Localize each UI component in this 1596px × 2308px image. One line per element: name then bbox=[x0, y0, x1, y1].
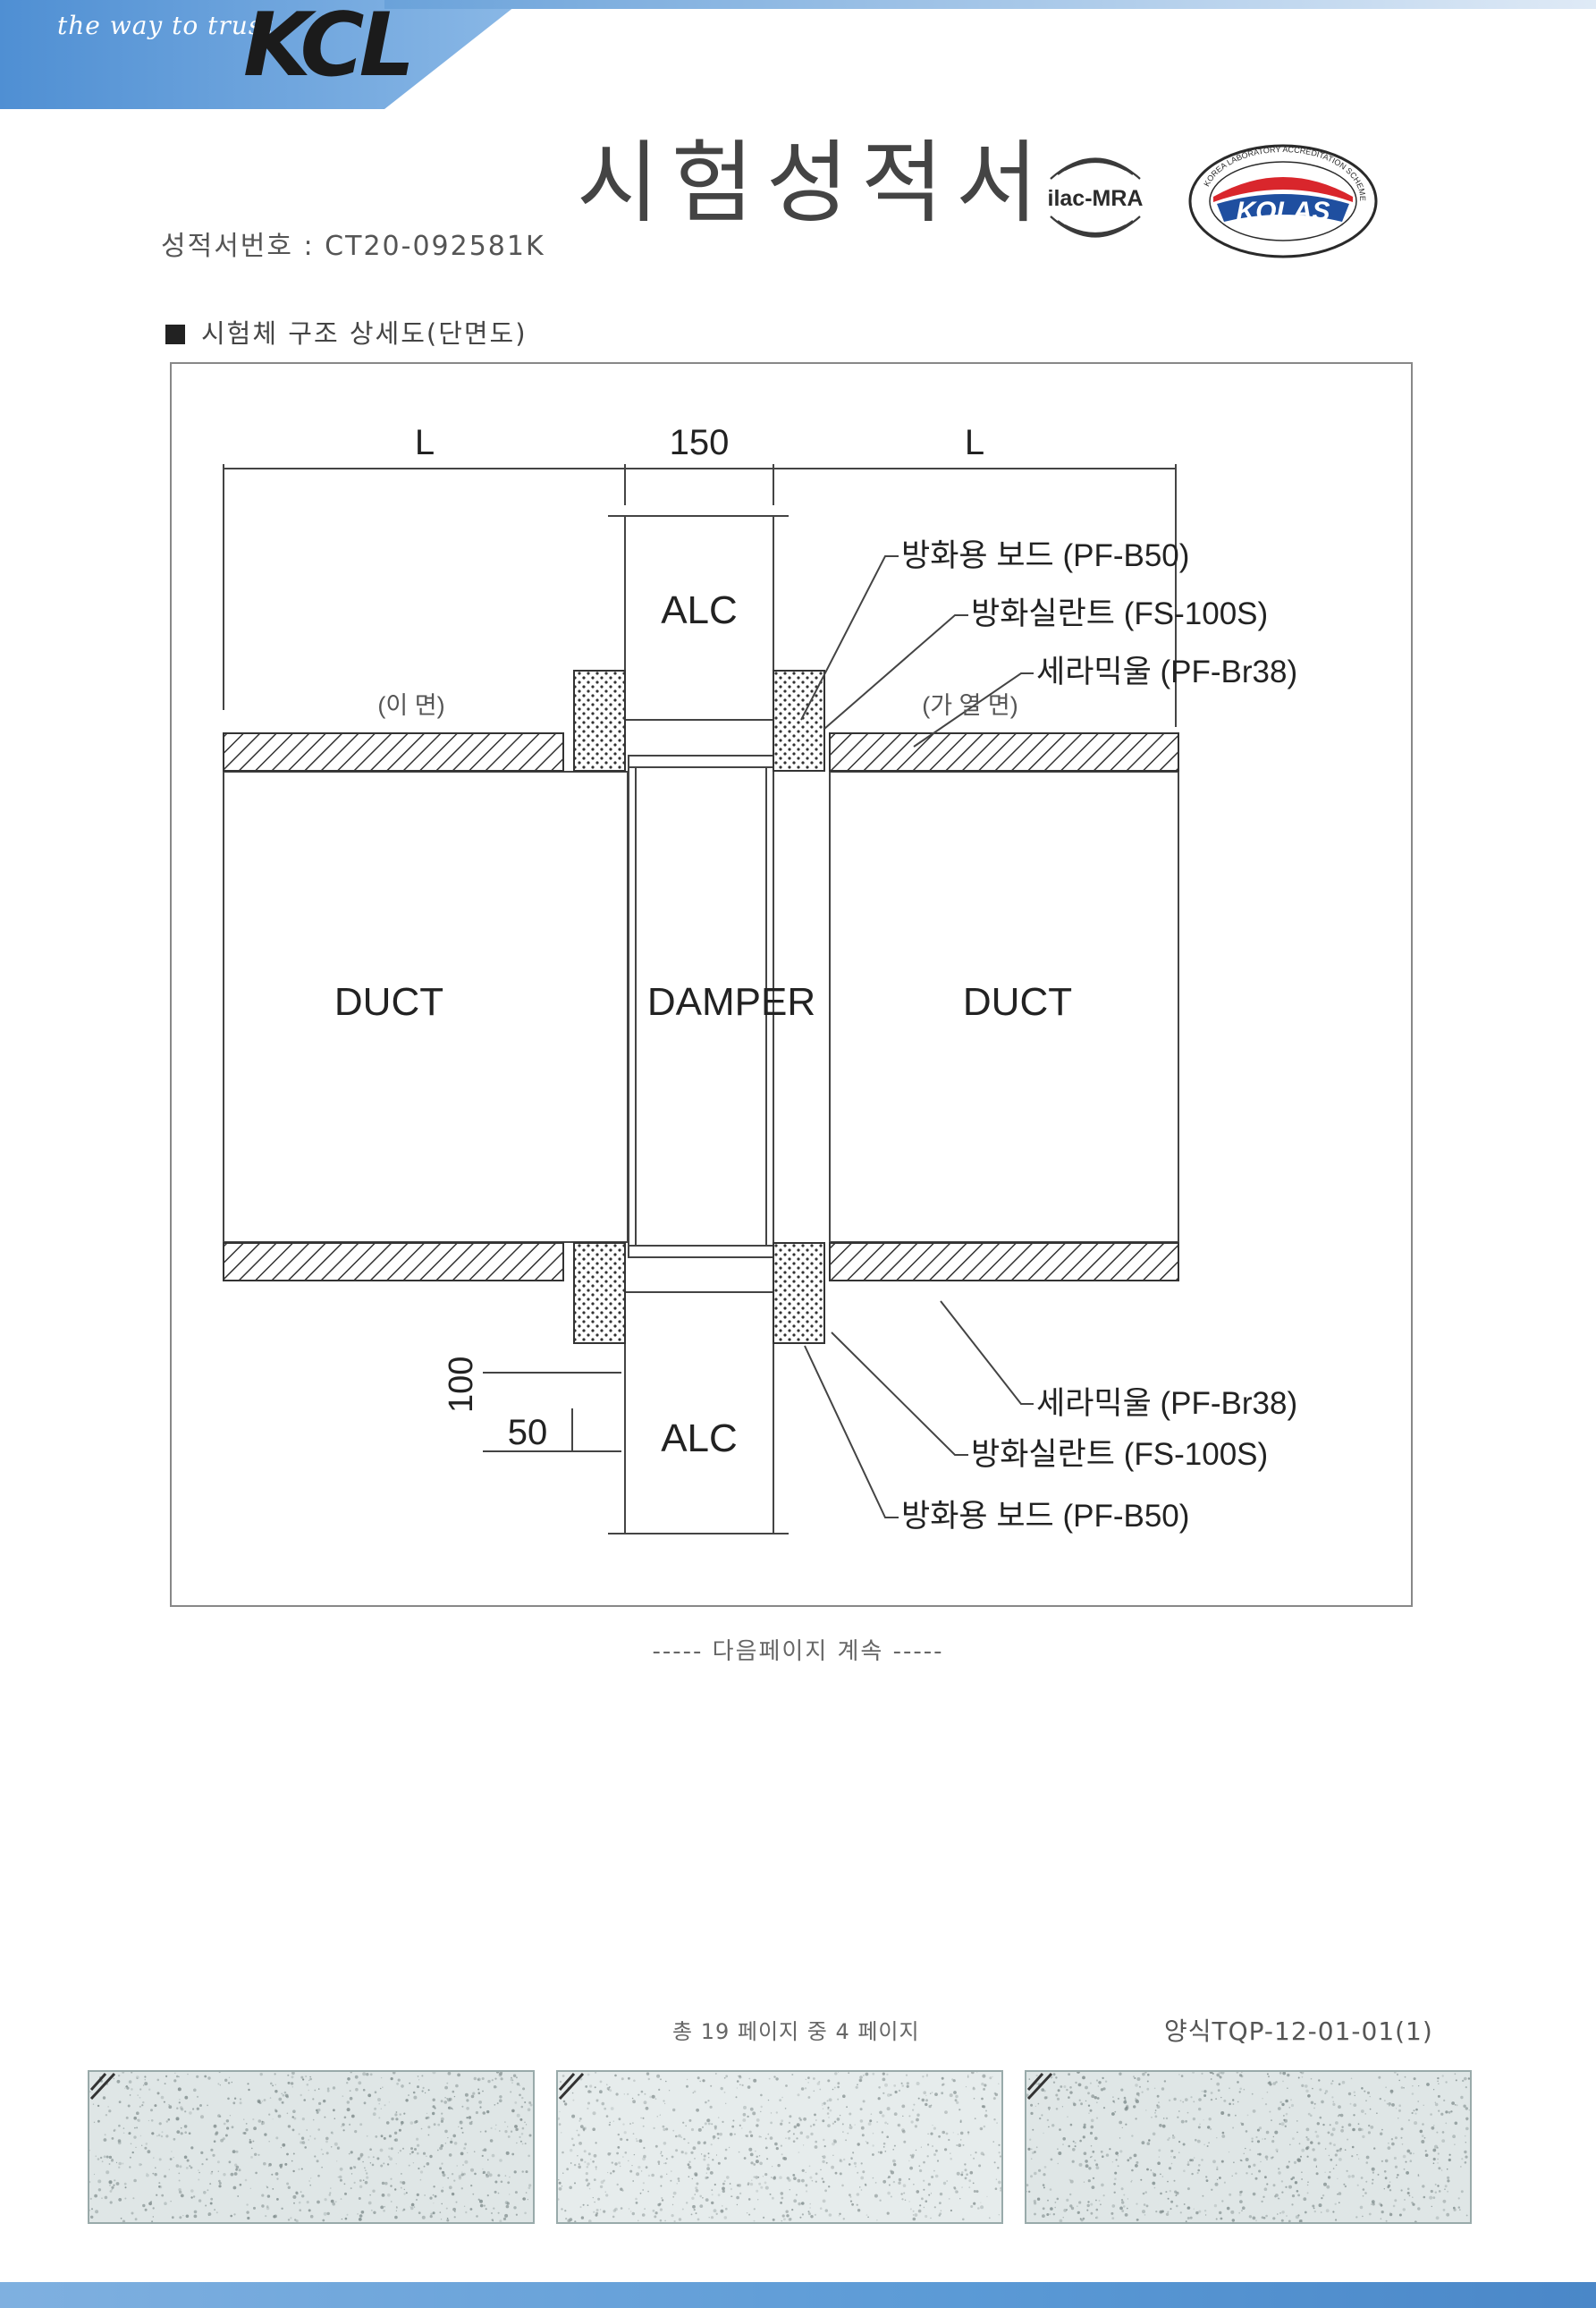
footer-band bbox=[0, 2282, 1596, 2308]
callout-bottom-board: 방화용 보드 (PF-B50) bbox=[901, 1499, 1189, 1534]
duct-wall-bottom-right bbox=[829, 1242, 1179, 1281]
kolas-badge: KOLAS KOREA LABORATORY ACCREDITATION SCH… bbox=[1188, 144, 1378, 258]
callout-bottom-sealant: 방화실란트 (FS-100S) bbox=[971, 1437, 1268, 1472]
dimension-label-left: L bbox=[415, 423, 435, 462]
kolas-text: KOLAS bbox=[1237, 197, 1330, 226]
report-number: 성적서번호 : CT20-092581K bbox=[161, 231, 545, 262]
page-title: 시험성적서 bbox=[577, 131, 1051, 235]
duct-right-label: DUCT bbox=[963, 980, 1072, 1024]
security-strip-left bbox=[88, 2070, 535, 2224]
duct-wall-top-left bbox=[223, 732, 564, 772]
offset-horizontal-label: 50 bbox=[508, 1413, 548, 1452]
leader-board-bottom bbox=[804, 1345, 899, 1518]
duct-wall-top-right bbox=[829, 732, 1179, 772]
leader-sealant-top bbox=[823, 614, 968, 730]
form-number: 양식TQP-12-01-01(1) bbox=[1164, 2016, 1433, 2046]
alc-bottom-label: ALC bbox=[661, 1416, 738, 1460]
callout-top-sealant: 방화실란트 (FS-100S) bbox=[971, 596, 1268, 631]
fire-board-top-right bbox=[773, 670, 825, 772]
drawing-frame bbox=[170, 362, 1413, 1607]
ilac-mra-badge: ilac-MRA bbox=[1048, 157, 1144, 238]
kcl-logo: KCL bbox=[243, 0, 415, 97]
duct-wall-bottom-left bbox=[223, 1242, 564, 1281]
leader-wool-bottom bbox=[940, 1300, 1034, 1405]
callout-top-wool: 세라믹울 (PF-Br38) bbox=[1036, 655, 1297, 689]
unexposed-side-label: (이 면) bbox=[377, 692, 444, 719]
ilac-text: ilac-MRA bbox=[1048, 186, 1144, 211]
section-title: 시험체 구조 상세도(단면도) bbox=[165, 313, 528, 351]
square-bullet-icon bbox=[165, 325, 185, 344]
header-banner bbox=[0, 0, 1596, 109]
fire-board-top-left bbox=[573, 670, 626, 772]
cross-section-diagram: L 150 L ALC ALC DUCT DAMPER DUCT (이 면) (… bbox=[170, 362, 1413, 1607]
leader-sealant-bottom bbox=[831, 1332, 968, 1456]
page-count: 총 19 페이지 중 4 페이지 bbox=[672, 2019, 920, 2044]
alc-top-label: ALC bbox=[661, 588, 738, 632]
leader-wool-top bbox=[913, 672, 1034, 748]
callout-bottom-wool: 세라믹울 (PF-Br38) bbox=[1036, 1386, 1297, 1421]
section-title-text: 시험체 구조 상세도(단면도) bbox=[201, 318, 528, 349]
security-strip-right bbox=[1025, 2070, 1472, 2224]
continued-notice: ----- 다음페이지 계속 ----- bbox=[652, 1638, 944, 1665]
dimension-label-right: L bbox=[965, 423, 984, 462]
fire-board-bottom-right bbox=[773, 1242, 825, 1344]
brand-tagline: the way to trust bbox=[57, 11, 274, 40]
exposed-side-label: (가 열 면) bbox=[922, 692, 1018, 719]
offset-vertical-label: 100 bbox=[443, 1357, 480, 1413]
leader-board-top bbox=[800, 555, 899, 721]
fire-board-bottom-left bbox=[573, 1242, 626, 1344]
security-strip-center bbox=[556, 2070, 1003, 2224]
callout-top-board: 방화용 보드 (PF-B50) bbox=[901, 538, 1189, 573]
duct-left-label: DUCT bbox=[334, 980, 443, 1024]
dimension-label-center: 150 bbox=[670, 423, 730, 462]
damper-label: DAMPER bbox=[647, 980, 815, 1024]
